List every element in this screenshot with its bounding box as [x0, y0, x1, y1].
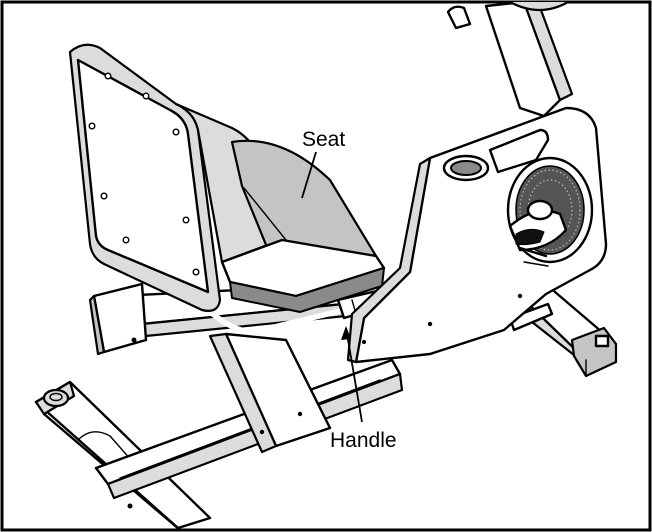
- handle-leader-line: [345, 327, 363, 423]
- seat-backrest: [68, 43, 288, 312]
- seat-cushion: [220, 139, 386, 313]
- handle-label: Handle: [330, 429, 397, 452]
- front-stabilizer: [508, 284, 618, 378]
- seat-leader-line: [301, 151, 317, 199]
- callout-handle: Handle: [330, 326, 397, 452]
- handle-leader-arrow: [341, 326, 351, 340]
- center-post: [208, 332, 332, 454]
- seat-label: Seat: [302, 128, 345, 151]
- console-mast: [446, 0, 574, 118]
- front-body: [346, 106, 608, 364]
- callout-seat: Seat: [301, 128, 345, 199]
